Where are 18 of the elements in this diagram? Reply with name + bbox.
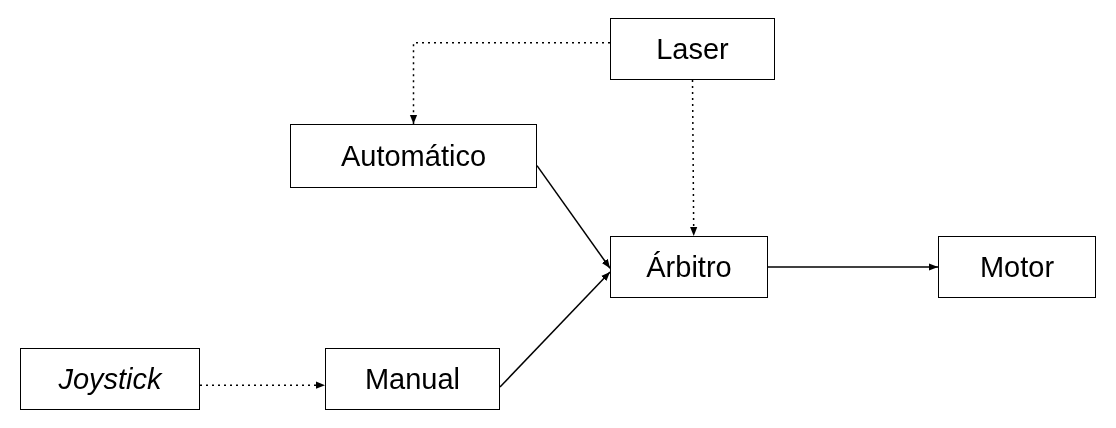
box-label: Laser (656, 32, 729, 66)
box-label: Joystick (58, 362, 162, 396)
arrow (499, 271, 611, 388)
process-box (610, 236, 768, 298)
process-box (20, 348, 200, 410)
arrow (767, 263, 939, 271)
arrow (536, 164, 611, 269)
process-box (610, 18, 775, 80)
dotted-arrow (690, 79, 698, 237)
process-box (290, 124, 537, 188)
process-box (938, 236, 1096, 298)
dotted-arrow (199, 381, 326, 389)
box-label: Automático (340, 139, 487, 173)
box-label: Motor (979, 250, 1055, 284)
box-label: Árbitro (646, 250, 732, 284)
dotted-arrow (409, 42, 611, 125)
box-label: Manual (364, 362, 461, 396)
process-box (325, 348, 500, 410)
